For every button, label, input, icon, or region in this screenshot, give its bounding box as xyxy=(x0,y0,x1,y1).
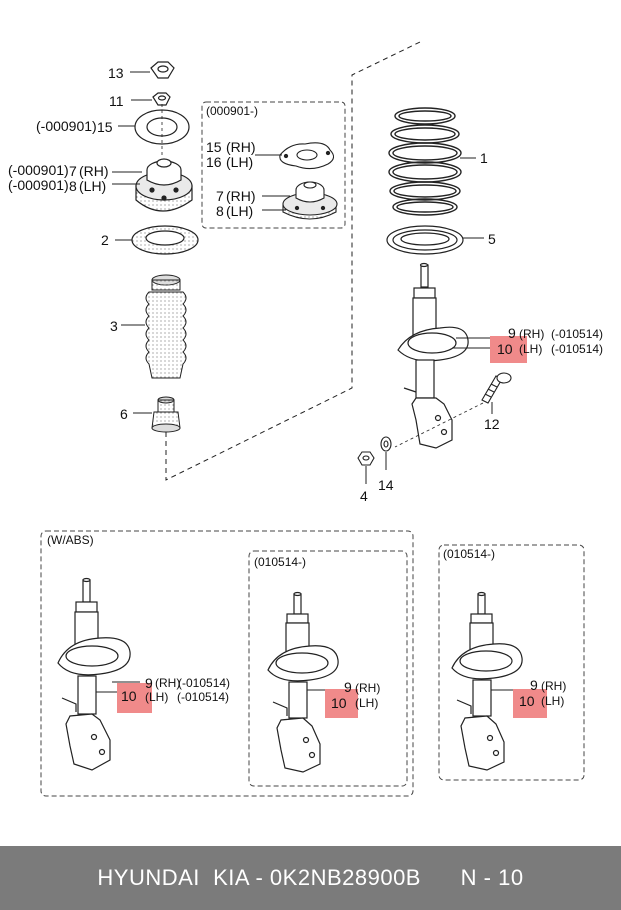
callout-8: 8 xyxy=(69,178,77,194)
nut-13 xyxy=(150,61,175,79)
bump-stop-6 xyxy=(151,396,181,433)
callout-7-prefix: (-000901) xyxy=(8,162,69,178)
abs-n9-date: (-010514) xyxy=(178,676,230,690)
mid-strut xyxy=(267,591,339,773)
callout-11: 11 xyxy=(109,93,124,109)
callout-5: 5 xyxy=(488,231,496,247)
strut-assembly-9-10 xyxy=(397,262,469,449)
right-strut xyxy=(451,591,523,771)
callout-10-side: (LH) xyxy=(519,342,542,356)
right-n10: 10 xyxy=(519,693,535,709)
box-000901-title: (000901-) xyxy=(206,104,258,118)
box-callout-7: 7 xyxy=(216,188,224,204)
box-callout-7-side: (RH) xyxy=(226,188,256,204)
abs-strut xyxy=(57,577,131,771)
callout-1: 1 xyxy=(480,150,488,166)
footer-bar: HYUNDAI KIA - 0K2NB28900B N - 10 xyxy=(0,846,621,910)
abs-n9-side: (RH) xyxy=(155,676,180,690)
box-callout-15-side: (RH) xyxy=(226,139,256,155)
abs-n10-side: (LH) xyxy=(145,690,168,704)
right-highlight xyxy=(513,689,547,718)
abs-n10: 10 xyxy=(121,688,137,704)
box-000901 xyxy=(201,101,346,229)
abs-n9: 9 xyxy=(145,675,153,691)
spring-seat-5 xyxy=(386,225,464,255)
panel-mid-title: (010514-) xyxy=(254,555,306,569)
nut-11 xyxy=(152,92,171,106)
callout-9-date: (-010514) xyxy=(551,327,603,341)
right-n9-side: (RH) xyxy=(541,679,566,693)
washer-15 xyxy=(134,109,190,145)
mid-n9-side: (RH) xyxy=(355,681,380,695)
callout-9-side: (RH) xyxy=(519,327,544,341)
panel-right-title: (010514-) xyxy=(443,547,495,561)
callout-12: 12 xyxy=(484,416,500,432)
exploded-parts-diagram: 13 11 (-000901) 15 (-000901) 7 (RH) (-00… xyxy=(8,41,603,797)
box-callout-16: 16 xyxy=(206,154,222,170)
callout-7-side: (RH) xyxy=(79,163,109,179)
panel-right xyxy=(438,544,585,781)
box-callout-8-side: (LH) xyxy=(226,203,253,219)
footer-page: N - 10 xyxy=(460,865,524,890)
callout-4: 4 xyxy=(360,488,368,504)
footer-part-number: HYUNDAI KIA - 0K2NB28900B xyxy=(97,865,421,890)
footer-spacer xyxy=(421,865,461,891)
right-n10-side: (LH) xyxy=(541,694,564,708)
callout-6: 6 xyxy=(120,406,128,422)
callout-10: 10 xyxy=(497,341,513,357)
callout-8-prefix: (-000901) xyxy=(8,177,69,193)
mid-n10-side: (LH) xyxy=(355,696,378,710)
box-callout-15: 15 xyxy=(206,139,222,155)
callout-14: 14 xyxy=(378,477,394,493)
nut-4 xyxy=(357,451,375,466)
callout-8-side: (LH) xyxy=(79,178,106,194)
callout-9: 9 xyxy=(508,325,516,341)
bearing-2 xyxy=(131,225,199,255)
panel-mid xyxy=(248,550,408,787)
callout-15: 15 xyxy=(97,119,113,135)
right-n9: 9 xyxy=(530,677,538,693)
abs-highlight xyxy=(117,683,152,713)
abs-n10-date: (-010514) xyxy=(177,690,229,704)
callout-3: 3 xyxy=(110,318,118,334)
washer-14 xyxy=(380,436,392,452)
callout-7: 7 xyxy=(69,163,77,179)
callout-2: 2 xyxy=(101,232,109,248)
mid-highlight xyxy=(325,689,358,718)
dust-boot-3 xyxy=(145,274,187,379)
box-callout-16-side: (LH) xyxy=(226,154,253,170)
callout-10-date: (-010514) xyxy=(551,342,603,356)
panel-abs xyxy=(40,530,414,797)
insulator-15-16 xyxy=(279,142,335,170)
panel-abs-title: (W/ABS) xyxy=(47,533,94,547)
coil-spring-1 xyxy=(388,107,462,216)
callout-15-prefix: (-000901) xyxy=(36,118,97,134)
callout-13: 13 xyxy=(108,65,124,81)
mid-n10: 10 xyxy=(331,695,347,711)
box-callout-8: 8 xyxy=(216,203,224,219)
bolt-12 xyxy=(481,372,512,404)
box-strut-mount xyxy=(282,181,338,220)
mid-n9: 9 xyxy=(344,679,352,695)
strut-mount-7-8 xyxy=(135,158,193,212)
highlight-9-10 xyxy=(490,336,527,363)
